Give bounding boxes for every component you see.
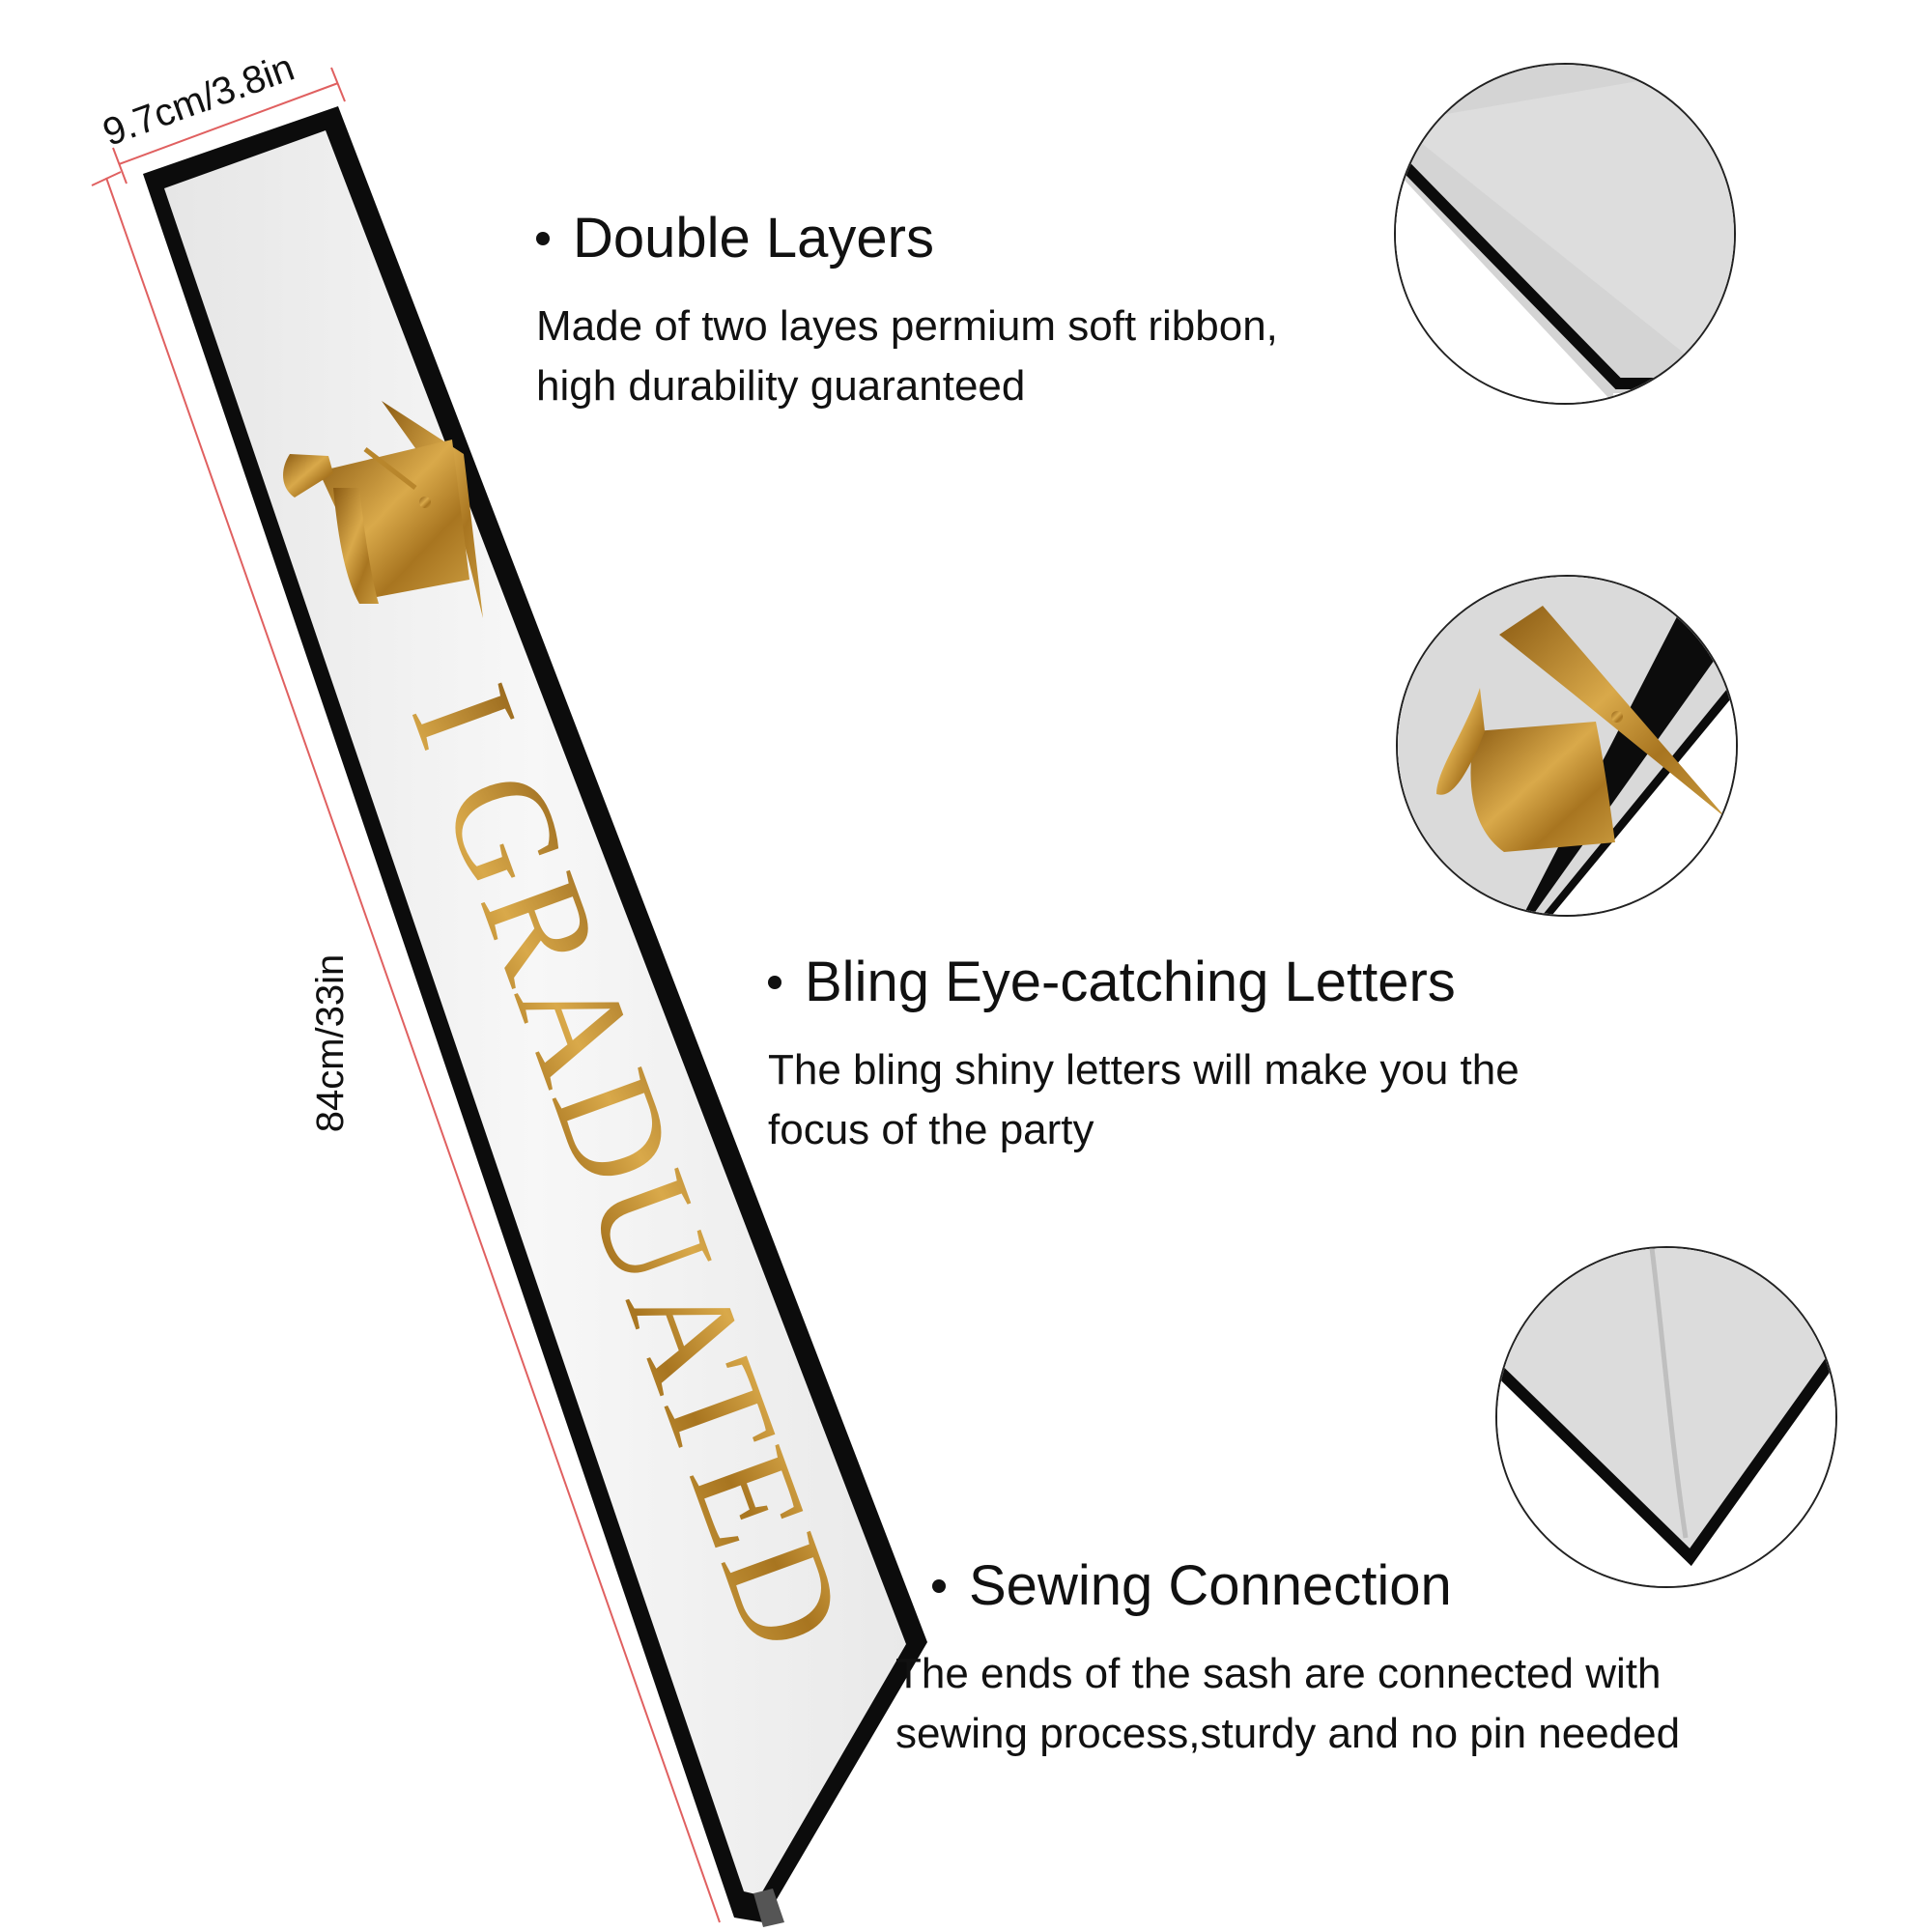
feature-title: Double Layers — [536, 208, 1278, 270]
feature-description: Made of two layes permium soft ribbon,hi… — [536, 301, 1278, 410]
feature-sewing-connection: Sewing Connection The ends of the sash a… — [895, 1555, 1680, 1764]
sewn-end-detail — [1495, 1246, 1837, 1588]
gold-cap-detail — [1396, 575, 1738, 917]
feature-title: Bling Eye-catching Letters — [768, 952, 1520, 1013]
feature-title: Sewing Connection — [932, 1555, 1680, 1617]
bullet-icon — [536, 231, 550, 245]
feature-description: The bling shiny letters will make you th… — [768, 1045, 1520, 1153]
length-dimension: 84cm/33in — [91, 171, 721, 1923]
bullet-icon — [768, 975, 781, 989]
length-label: 84cm/33in — [309, 954, 352, 1133]
graduation-cap-icon — [283, 401, 483, 618]
feature-double-layers: Double Layers Made of two layes permium … — [536, 208, 1278, 416]
feature-bling-letters: Bling Eye-catching Letters The bling shi… — [768, 952, 1520, 1160]
bullet-icon — [932, 1578, 946, 1593]
ribbon-corner-detail — [1394, 63, 1736, 405]
